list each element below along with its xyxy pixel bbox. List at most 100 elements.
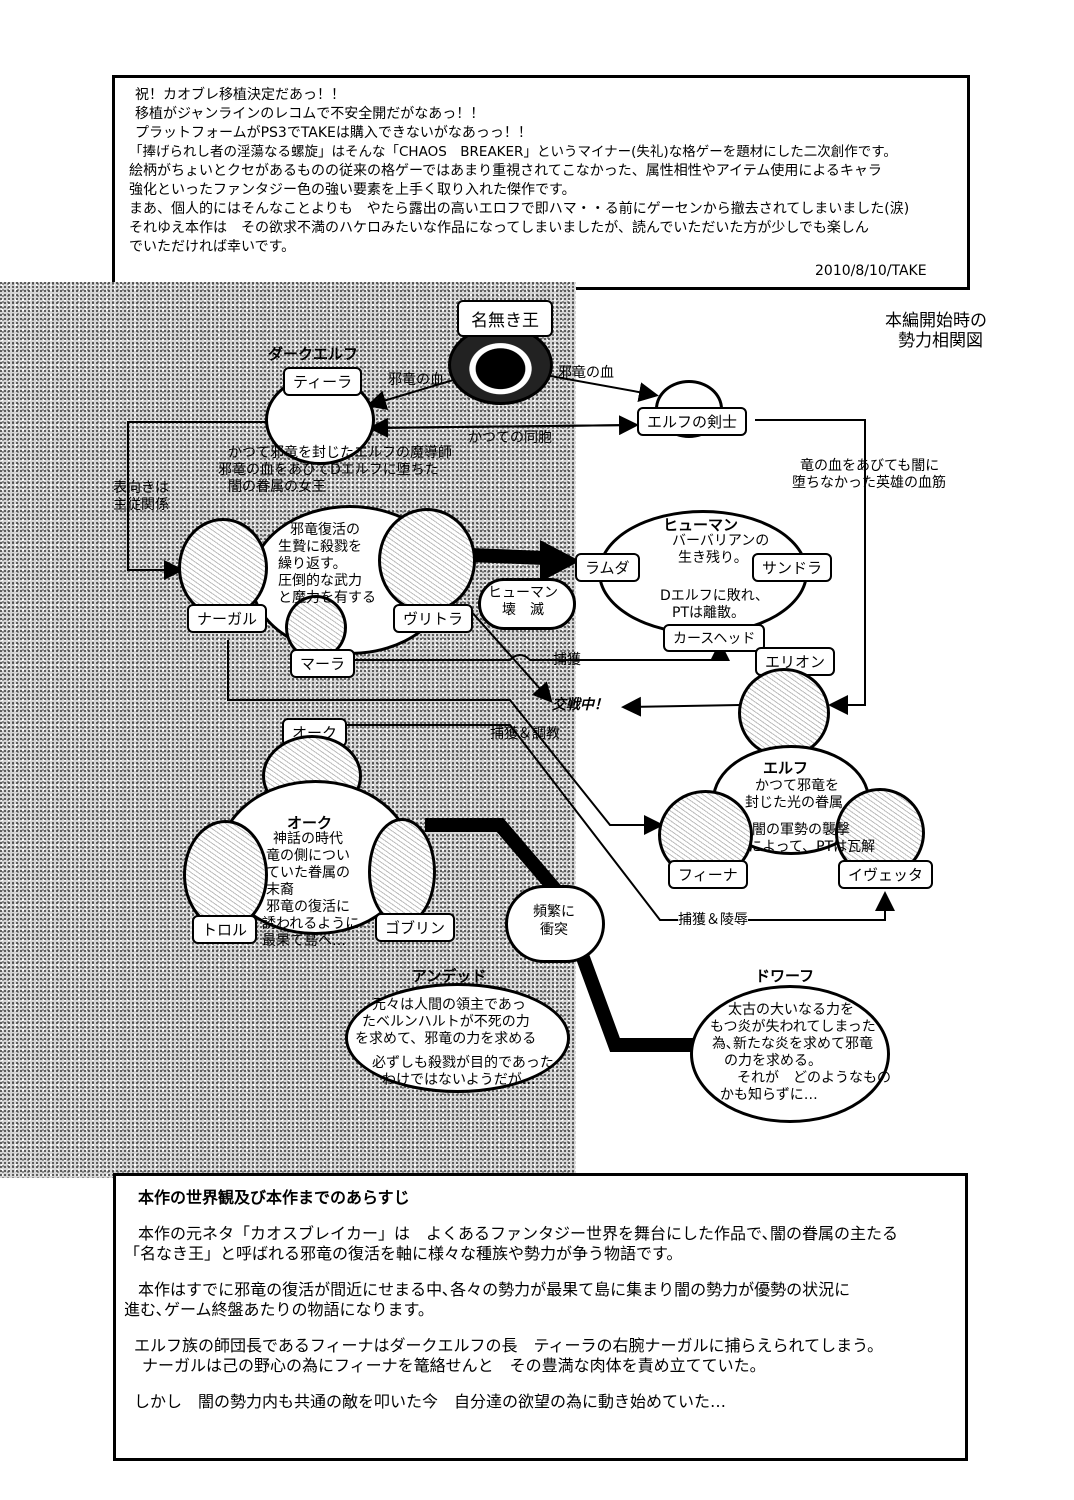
orc-desc: 誘われるように	[262, 916, 360, 932]
human-desc: 生き残り。	[678, 550, 748, 566]
elf-swordsman-label: エルフの剣士	[637, 407, 748, 436]
undead-desc: 元々は人間の領主であっ	[372, 997, 526, 1013]
orc-desc: ていた眷属の	[266, 865, 350, 881]
goblin-label: ゴブリン	[375, 913, 456, 942]
clash-text: 頻繁に	[533, 904, 575, 920]
elf-heading: エルフ	[763, 759, 809, 777]
story-text: 本作はすでに邪竜の復活が間近にせまる中､各々の勢力が最果て島に集まり闇の勢力が優…	[138, 1280, 851, 1299]
sandora-label: サンドラ	[752, 553, 833, 582]
intro-line: それゆえ本作は その欲求不満のハケロみたいな作品になってしまいましたが、読んでい…	[129, 220, 869, 236]
elf-desc: 闇の軍勢の襲撃	[752, 822, 850, 838]
goblin-portrait	[368, 818, 436, 926]
nameless-king-portrait	[448, 325, 553, 405]
intro-line: まあ、個人的にはそんなことよりも やたら露出の高いエロフで即ハマ・・る前にゲーセ…	[129, 201, 910, 217]
dwarf-desc: それが どのようなもの	[737, 1070, 891, 1086]
dragon-faction-desc: 生贄に殺戮を	[278, 539, 362, 555]
undead-desc: わけではないようだが…	[382, 1072, 536, 1088]
orc-desc: 神話の時代	[273, 831, 343, 847]
human-destroyed-burst	[478, 578, 576, 630]
intro-line: 移植がジャンラインのレコムで不安全開だがなあっ！！	[135, 106, 485, 122]
clash-burst	[505, 885, 605, 963]
human-desc: Dエルフに敗れ、	[660, 588, 769, 604]
attack-arrowhead	[540, 540, 580, 582]
orc-desc: 邪竜の復活に	[266, 899, 350, 915]
undead-desc: 必ずしも殺戮が目的であった	[372, 1055, 554, 1071]
in-battle-label: 交戦中！	[552, 697, 608, 713]
nominal-relation: 主従関係	[113, 497, 169, 513]
intro-line: でいただければ幸いです。	[129, 239, 296, 255]
capture-label: 捕獲	[553, 652, 581, 668]
vritra-label: ヴリトラ	[393, 604, 474, 633]
dark-side-background	[0, 282, 576, 1178]
nominal-relation: 表向きは	[113, 480, 169, 496]
dark-elf-heading: ダークエルフ	[268, 345, 359, 363]
elf-desc: 封じた光の眷属	[745, 795, 843, 811]
attack-arrow	[469, 548, 546, 565]
human-destroyed-text: 壊 滅	[502, 602, 544, 618]
dragon-faction-desc: と魔力を有する	[278, 590, 376, 606]
troll-label: トロル	[192, 915, 258, 944]
intro-line: プラットフォームがPS3でTAKEは購入できないがなあっっ！！	[135, 125, 532, 141]
story-text: 本作の元ネタ「カオスブレイカー」は よくあるファンタジー世界を舞台にした作品で､…	[138, 1224, 899, 1243]
elf-desc: かつて邪竜を	[755, 778, 839, 794]
dark-elf-desc: かつて邪竜を封じたエルフの魔導師	[228, 445, 452, 461]
dark-elf-desc: 邪竜の血をあびてDエルフに堕ちた	[218, 462, 439, 478]
dragon-faction-desc: 繰り返す。	[278, 556, 347, 572]
vritra-portrait	[378, 508, 476, 613]
undead-desc: たベルンハルトが不死の力	[362, 1014, 530, 1030]
dwarf-group	[690, 985, 890, 1123]
story-box: 本作の世界観及び本作までのあらすじ 本作の元ネタ「カオスブレイカー」は よくある…	[113, 1173, 968, 1461]
story-text: 「名なき王」と呼ばれる邪竜の復活を軸に様々な種族や勢力が争う物語です。	[124, 1244, 683, 1263]
dragon-faction-desc: 邪竜復活の	[290, 522, 360, 538]
ivetta-label: イヴェッタ	[838, 860, 934, 889]
human-desc: PTは離散。	[672, 605, 745, 621]
hero-blood-note: 堕ちなかった英雄の血筋	[792, 475, 946, 491]
human-heading: ヒューマン	[663, 516, 739, 534]
blood-label-left: 邪竜の血	[388, 372, 444, 388]
clash-text: 衝突	[540, 922, 568, 938]
dark-elf-desc: 闇の眷属の女王	[228, 479, 326, 495]
ramuda-label: ラムダ	[575, 553, 640, 582]
dwarf-desc: もつ炎が失われてしまった	[710, 1019, 876, 1035]
orc-desc: 最果て島へ…	[262, 933, 346, 949]
intro-line: 強化といったファンタジー色の強い要素を上手く取り入れた傑作です。	[129, 182, 576, 198]
tiira-label: ティーラ	[283, 367, 363, 396]
human-destroyed-text: ヒューマン	[488, 585, 558, 601]
nameless-king-label: 名無き王	[457, 300, 553, 337]
fiina-label: フィーナ	[668, 860, 748, 889]
dwarf-desc: かも知らずに…	[720, 1087, 818, 1103]
curse-head-label: カースヘッド	[663, 624, 766, 652]
undead-group	[345, 983, 570, 1093]
story-text: ナーガルは己の野心の為にフィーナを篭絡せんと その豊満な肉体を責め立てていた。	[142, 1356, 766, 1375]
intro-line: 「捧げられし者の淫蕩なる螺旋」はそんな「CHAOS BREAKER」というマイナ…	[129, 144, 897, 160]
dwarf-desc: 為､新たな炎を求めて邪竜	[712, 1036, 873, 1052]
intro-box: 祝！カオブレ移植決定だあっ！！ 移植がジャンラインのレコムで不安全開だがなあっ！…	[112, 75, 970, 290]
dragon-faction-desc: 圧倒的な武力	[278, 573, 362, 589]
story-text: 進む､ゲーム終盤あたりの物語になります。	[124, 1300, 434, 1319]
intro-line: 絵柄がちょいとクセがあるものの従来の格ゲーではあまり重視されてこなかった、属性相…	[129, 163, 882, 179]
orc-desc: 末裔	[266, 882, 294, 898]
maara-portrait	[285, 595, 347, 660]
capture-train-label: 捕獲＆調教	[490, 726, 560, 742]
naagaru-portrait	[178, 518, 268, 618]
signature: 2010/8/10/TAKE	[815, 263, 927, 279]
dwarf-desc: 太古の大いなる力を	[728, 1002, 854, 1018]
former-comrade-label: かつての同胞	[468, 430, 552, 446]
diagram-title-line2: 勢力相関図	[898, 331, 983, 351]
blood-label-right: 邪竜の血	[558, 365, 614, 381]
story-title: 本作の世界観及び本作までのあらすじ	[138, 1188, 410, 1207]
troll-portrait	[183, 820, 268, 930]
undead-heading: アンデッド	[412, 967, 487, 985]
hero-blood-note: 竜の血をあびても闇に	[800, 458, 940, 474]
capture-violate-label: 捕獲＆陵辱	[678, 912, 748, 929]
orc-heading: オーク	[287, 814, 333, 832]
undead-desc: を求めて、邪竜の力を求める	[355, 1031, 537, 1047]
diagram-title-line1: 本編開始時の	[885, 311, 987, 331]
human-desc: バーバリアンの	[672, 533, 770, 549]
elf-desc: によって、PTは瓦解	[748, 839, 876, 855]
dwarf-heading: ドワーフ	[755, 967, 815, 985]
intro-line: 祝！カオブレ移植決定だあっ！！	[135, 87, 345, 103]
story-text: エルフ族の師団長であるフィーナはダークエルフの長 ティーラの右腕ナーガルに捕らえ…	[134, 1336, 884, 1355]
orc-desc: 竜の側につい	[266, 848, 350, 864]
naagaru-label: ナーガル	[187, 604, 268, 633]
